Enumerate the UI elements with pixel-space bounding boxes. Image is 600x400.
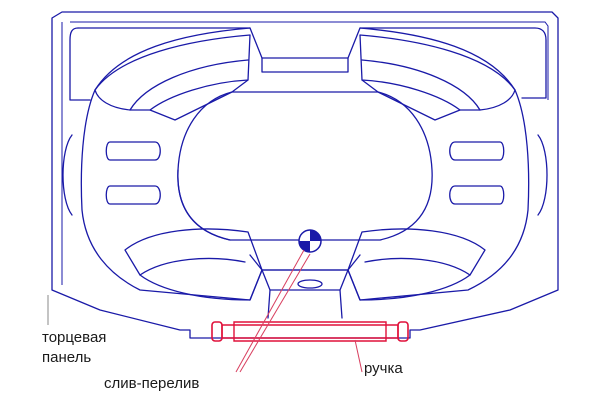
handle-label: ручка: [364, 360, 403, 377]
drain-overflow-label: слив-перелив: [104, 375, 199, 392]
left-upper-headrest: [94, 34, 251, 121]
drain-overflow-icon: [298, 229, 322, 253]
handle-leader: [354, 339, 363, 373]
bottom-center-step: [249, 254, 361, 319]
left-lower-seat: [124, 169, 263, 301]
tub-outer-rim: [51, 11, 559, 339]
drain-slot: [297, 279, 323, 289]
drain-overflow-leader: [235, 249, 305, 373]
top-ledge: [69, 27, 547, 101]
end-panel-label-line1: торцевая: [42, 329, 106, 346]
drain-overflow-leader-2: [239, 253, 311, 373]
end-panel-label-line2: панель: [42, 349, 91, 366]
left-armrests: [62, 134, 161, 216]
handle-bar: [211, 321, 409, 342]
right-armrests: [449, 134, 548, 216]
inner-basin: [80, 27, 530, 301]
right-upper-headrest: [359, 34, 516, 121]
